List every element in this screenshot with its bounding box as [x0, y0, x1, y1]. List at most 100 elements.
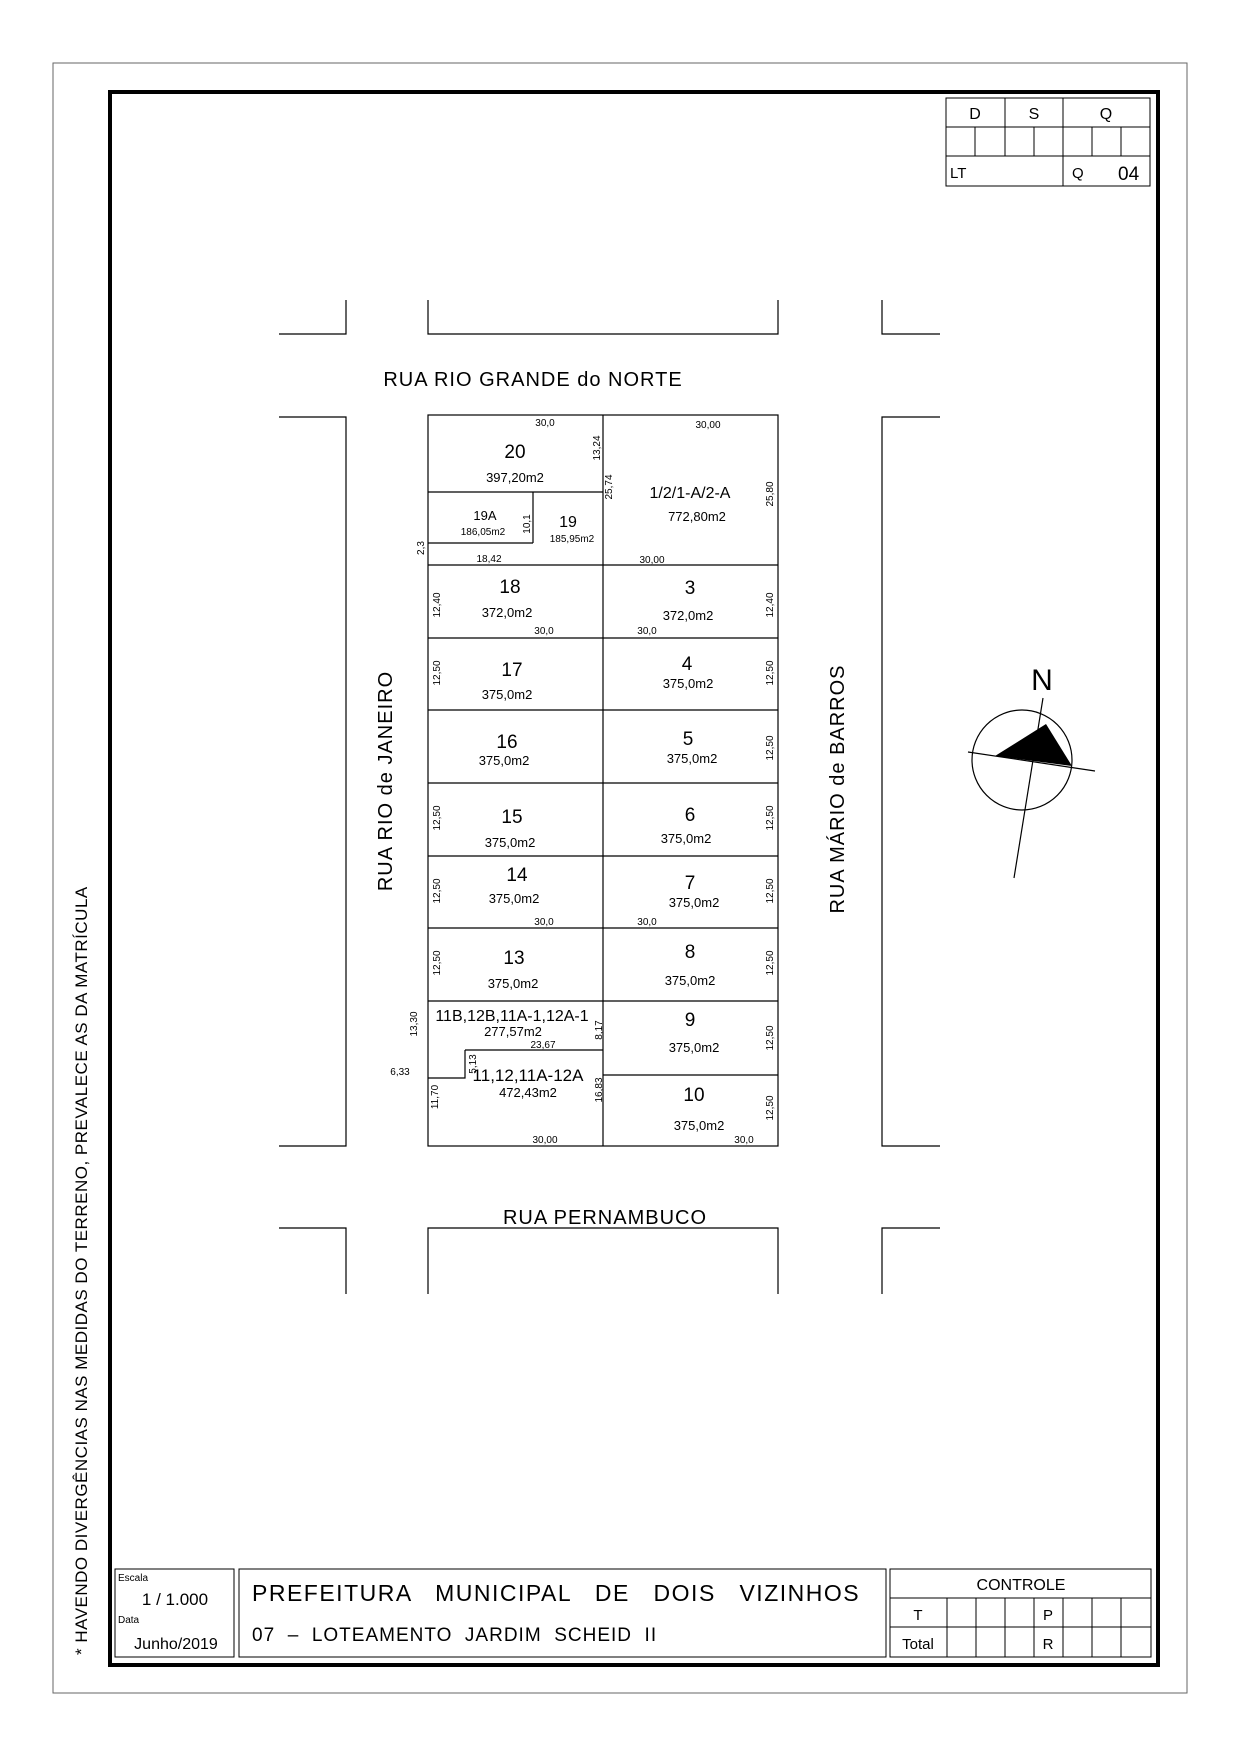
street-name-east: RUA MÁRIO de BARROS — [826, 664, 849, 913]
dimension: 12,50 — [765, 735, 776, 760]
dimension: 30,0 — [534, 626, 554, 637]
dimension: 2,3 — [416, 541, 427, 555]
dimension: 12,50 — [765, 805, 776, 830]
lot-area: 375,0m2 — [489, 891, 540, 906]
dimension: 6,33 — [390, 1067, 410, 1078]
lot-area: 375,0m2 — [669, 1040, 720, 1055]
lot-number: 6 — [685, 805, 696, 826]
street-name-north: RUA RIO GRANDE do NORTE — [383, 369, 682, 391]
dimension: 10,1 — [522, 514, 533, 534]
lot-number: 8 — [685, 942, 696, 963]
lot-number: 5 — [683, 729, 694, 750]
dimension: 13,30 — [409, 1011, 420, 1036]
lot-number: 19A — [473, 508, 496, 523]
street-name-south: RUA PERNAMBUCO — [503, 1207, 707, 1229]
dimension: 23,67 — [530, 1040, 555, 1051]
dimension: 30,00 — [639, 555, 664, 566]
title-block — [114, 1568, 1152, 1658]
lot-number: 10 — [683, 1085, 704, 1106]
dimension: 30,00 — [695, 420, 720, 431]
dimension: 25,80 — [765, 481, 776, 506]
dimension: 30,0 — [734, 1135, 754, 1146]
lot-area: 472,43m2 — [499, 1085, 557, 1100]
corner-header-q: Q — [1100, 106, 1112, 123]
lot-area: 375,0m2 — [482, 687, 533, 702]
lot-number: 3 — [685, 578, 696, 599]
r-label: R — [1043, 1636, 1054, 1653]
north-label: N — [1031, 664, 1053, 697]
dimension: 12,50 — [432, 878, 443, 903]
dimension: 11,70 — [430, 1084, 441, 1109]
lot-number: 18 — [499, 577, 520, 598]
escala-value: 1 / 1.000 — [142, 1590, 208, 1609]
dimension: 30,0 — [637, 917, 657, 928]
lot-area: 277,57m2 — [484, 1024, 542, 1039]
dimension: 12,40 — [765, 592, 776, 617]
dimension: 12,40 — [432, 592, 443, 617]
dimension: 12,50 — [765, 878, 776, 903]
p-label: P — [1043, 1607, 1053, 1624]
dimension: 30,0 — [534, 917, 554, 928]
lot-number: 1/2/1-A/2-A — [650, 485, 731, 502]
escala-label: Escala — [118, 1573, 148, 1584]
lot-area: 185,95m2 — [550, 534, 595, 545]
lot-area: 397,20m2 — [486, 470, 544, 485]
data-value: Junho/2019 — [134, 1636, 218, 1653]
sheet-title: PREFEITURA MUNICIPAL DE DOIS VIZINHOS — [252, 1580, 860, 1606]
side-note: * HAVENDO DIVERGÊNCIAS NAS MEDIDAS DO TE… — [72, 886, 91, 1655]
lot-area: 372,0m2 — [482, 605, 533, 620]
sheet-inner-border — [108, 90, 1160, 1667]
dimension: 12,50 — [765, 1025, 776, 1050]
dimension: 13,24 — [592, 435, 603, 460]
lot-area: 375,0m2 — [479, 753, 530, 768]
dimension: 8,17 — [594, 1020, 605, 1040]
sheet-subtitle: 07 – LOTEAMENTO JARDIM SCHEID II — [252, 1625, 657, 1646]
corner-q-label: Q — [1072, 165, 1084, 182]
lot-number: 15 — [501, 807, 522, 828]
dimension: 12,50 — [432, 950, 443, 975]
dimension: 12,50 — [432, 660, 443, 685]
data-label: Data — [118, 1615, 140, 1626]
lot-area: 375,0m2 — [667, 751, 718, 766]
dimension: 12,50 — [765, 660, 776, 685]
lot-number: 17 — [501, 660, 522, 681]
block-lines — [427, 414, 779, 1147]
corner-table — [945, 97, 1151, 187]
lot-number: 14 — [506, 865, 528, 886]
lot-area: 375,0m2 — [674, 1118, 725, 1133]
sheet-outer-border — [52, 62, 1188, 1694]
dimension: 25,74 — [604, 474, 615, 499]
lot-number: 19 — [559, 514, 577, 531]
lot-number: 9 — [685, 1010, 696, 1031]
dimension: 5,13 — [468, 1054, 479, 1074]
street-name-west: RUA RIO de JANEIRO — [375, 671, 397, 891]
corner-q-value: 04 — [1118, 164, 1140, 185]
total-label: Total — [902, 1636, 934, 1653]
lot-number: 13 — [503, 948, 524, 969]
dimension: 12,50 — [432, 805, 443, 830]
controle-label: CONTROLE — [977, 1577, 1066, 1594]
corner-lt-label: LT — [950, 165, 966, 182]
lot-number: 7 — [685, 873, 696, 894]
lot-area: 372,0m2 — [663, 608, 714, 623]
street-edges — [279, 300, 940, 1294]
dimension: 12,50 — [765, 1095, 776, 1120]
lot-area: 375,0m2 — [665, 973, 716, 988]
lot-number: 11B,12B,11A-1,12A-1 — [435, 1008, 588, 1025]
dimension: 30,0 — [535, 418, 555, 429]
dimension: 12,50 — [765, 950, 776, 975]
t-label: T — [913, 1607, 922, 1624]
lot-area: 375,0m2 — [669, 895, 720, 910]
lot-area: 375,0m2 — [485, 835, 536, 850]
north-arrow-icon — [967, 697, 1096, 879]
dimension: 30,00 — [532, 1135, 557, 1146]
corner-header-d: D — [969, 106, 981, 123]
lot-area: 375,0m2 — [663, 676, 714, 691]
lot-area: 772,80m2 — [668, 509, 726, 524]
dimension: 30,0 — [637, 626, 657, 637]
lot-number: 20 — [504, 442, 525, 463]
lot-number: 16 — [496, 732, 517, 753]
lot-area: 375,0m2 — [661, 831, 712, 846]
lot-area: 375,0m2 — [488, 976, 539, 991]
